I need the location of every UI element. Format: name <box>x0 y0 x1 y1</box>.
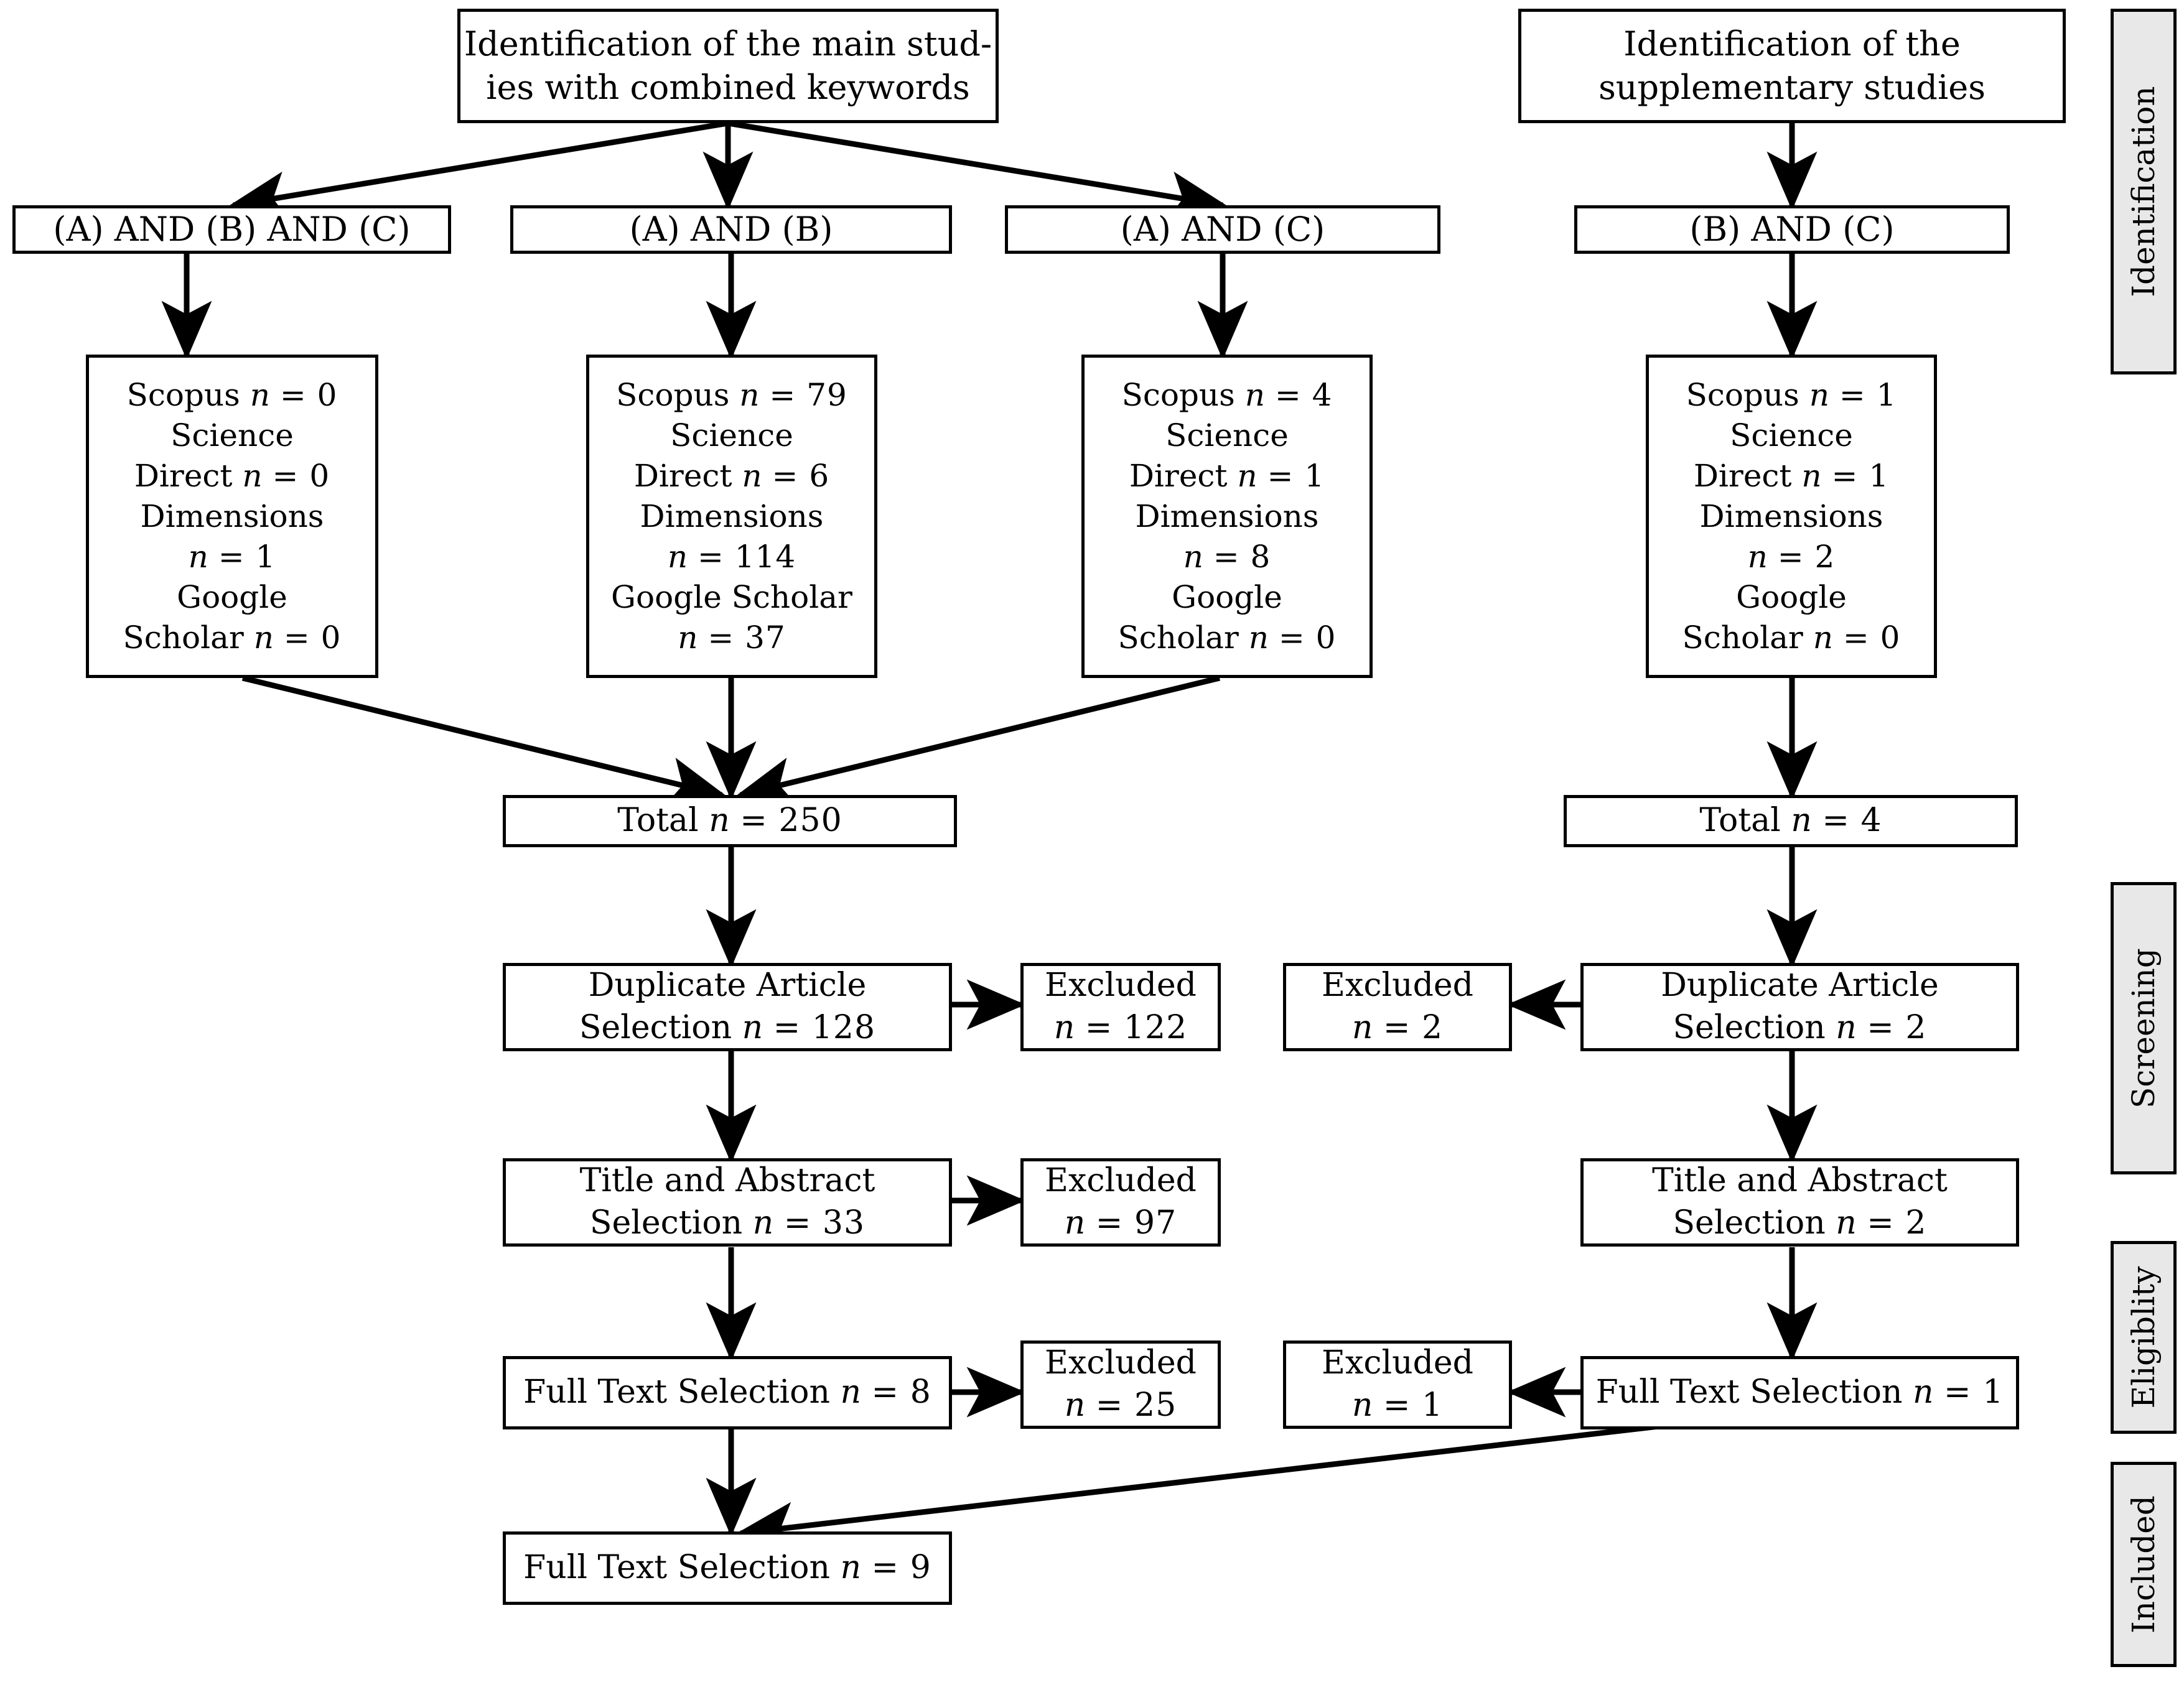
excl-supp-duplicate-value: n = 2 <box>1351 1009 1444 1046</box>
db-ac-line-2: Science <box>1165 417 1289 453</box>
phase-band-eligibility: Eligiblity <box>2111 1241 2177 1434</box>
box-db-bc: Scopus n = 1 Science Direct n = 1 Dimens… <box>1646 355 1937 678</box>
box-query-bc: (B) AND (C) <box>1574 205 2010 254</box>
excl-supp-fulltext-label: Excluded <box>1322 1344 1473 1382</box>
box-excluded-main-title: Excluded n = 97 <box>1020 1158 1221 1247</box>
box-main-identification: Identification of the main stud- ies wit… <box>457 9 999 123</box>
box-excluded-main-fulltext: Excluded n = 25 <box>1020 1340 1221 1429</box>
query-ab-label: (A) AND (B) <box>629 209 833 249</box>
query-bc-label: (B) AND (C) <box>1689 209 1895 249</box>
main-duplicate-line1: Duplicate Article <box>588 967 867 1005</box>
main-fulltext-text: Full Text Selection n = 8 <box>523 1373 931 1411</box>
excl-main-fulltext-label: Excluded <box>1045 1344 1197 1382</box>
db-bc-line-5: n = 2 <box>1747 538 1836 575</box>
box-supp-full-text: Full Text Selection n = 1 <box>1580 1356 2019 1429</box>
arrow-main-to-abc <box>228 120 729 221</box>
db-ac-line-1: Scopus n = 4 <box>1121 376 1333 413</box>
box-excluded-supp-fulltext: Excluded n = 1 <box>1283 1340 1512 1429</box>
supp-title-line2: Selection n = 2 <box>1673 1204 1927 1242</box>
phase-screening-label: Screening <box>2126 948 2162 1108</box>
main-title-line2: Selection n = 33 <box>589 1204 866 1242</box>
supp-duplicate-line2: Selection n = 2 <box>1673 1009 1927 1046</box>
phase-band-screening: Screening <box>2111 882 2177 1174</box>
db-ab-line-3: Direct n = 6 <box>633 457 830 494</box>
box-main-duplicate: Duplicate Article Selection n = 128 <box>503 963 952 1051</box>
arrow-dbabc-to-total <box>241 675 727 807</box>
box-db-abc: Scopus n = 0 Science Direct n = 0 Dimens… <box>86 355 378 678</box>
box-total-main: Total n = 250 <box>503 795 957 847</box>
excl-main-title-value: n = 97 <box>1064 1204 1177 1242</box>
main-identification-line2: ies with combined keywords <box>486 68 970 107</box>
excl-main-duplicate-value: n = 122 <box>1053 1009 1188 1046</box>
db-abc-line-1: Scopus n = 0 <box>126 376 338 413</box>
db-abc-line-7: Scholar n = 0 <box>123 619 342 656</box>
supp-fulltext-text: Full Text Selection n = 1 <box>1595 1373 2004 1411</box>
box-db-ab: Scopus n = 79 Science Direct n = 6 Dimen… <box>586 355 877 678</box>
db-ac-line-3: Direct n = 1 <box>1129 457 1325 494</box>
db-abc-line-2: Science <box>170 417 294 453</box>
db-bc-line-7: Scholar n = 0 <box>1682 619 1901 656</box>
main-title-line1: Title and Abstract <box>579 1162 875 1200</box>
supp-title-line1: Title and Abstract <box>1652 1162 1948 1200</box>
total-main-text: Total n = 250 <box>617 802 842 840</box>
box-supp-title-abstract: Title and Abstract Selection n = 2 <box>1580 1158 2019 1247</box>
box-query-ab: (A) AND (B) <box>510 205 952 254</box>
db-abc-line-3: Direct n = 0 <box>134 457 330 494</box>
final-fulltext-text: Full Text Selection n = 9 <box>523 1549 931 1587</box>
box-main-title-abstract: Title and Abstract Selection n = 33 <box>503 1158 952 1247</box>
db-ab-line-1: Scopus n = 79 <box>616 376 847 413</box>
phase-identification-label: Identification <box>2126 86 2162 297</box>
query-ac-label: (A) AND (C) <box>1120 209 1325 249</box>
main-identification-line1: Identification of the main stud- <box>464 24 992 63</box>
supplementary-identification-line1: Identification of the <box>1623 24 1961 63</box>
excl-supp-fulltext-value: n = 1 <box>1351 1387 1444 1424</box>
excl-main-duplicate-label: Excluded <box>1045 967 1197 1005</box>
db-ac-line-6: Google <box>1172 578 1282 615</box>
box-supp-duplicate: Duplicate Article Selection n = 2 <box>1580 963 2019 1051</box>
db-bc-line-1: Scopus n = 1 <box>1686 376 1897 413</box>
db-ab-line-6: Google Scholar <box>611 578 852 615</box>
db-bc-line-6: Google <box>1736 578 1847 615</box>
db-ab-line-7: n = 37 <box>678 619 786 656</box>
phase-eligibility-label: Eligiblity <box>2126 1266 2162 1409</box>
phase-included-label: Included <box>2126 1495 2162 1633</box>
excl-main-fulltext-value: n = 25 <box>1064 1387 1177 1424</box>
box-main-full-text: Full Text Selection n = 8 <box>503 1356 952 1429</box>
total-supp-text: Total n = 4 <box>1699 802 1882 840</box>
db-ab-line-5: n = 114 <box>667 538 796 575</box>
arrow-suppfulltext-to-final <box>735 1408 1793 1553</box>
db-ab-line-4: Dimensions <box>640 498 824 534</box>
supplementary-identification-line2: supplementary studies <box>1598 68 1986 107</box>
box-supplementary-identification: Identification of the supplementary stud… <box>1518 9 2066 123</box>
db-bc-line-2: Science <box>1730 417 1853 453</box>
db-ac-line-7: Scholar n = 0 <box>1118 619 1337 656</box>
db-abc-line-4: Dimensions <box>140 498 324 534</box>
supp-duplicate-line1: Duplicate Article <box>1661 967 1939 1005</box>
box-db-ac: Scopus n = 4 Science Direct n = 1 Dimens… <box>1081 355 1373 678</box>
box-total-supplementary: Total n = 4 <box>1564 795 2018 847</box>
db-bc-line-4: Dimensions <box>1699 498 1883 534</box>
box-query-ac: (A) AND (C) <box>1005 205 1440 254</box>
main-duplicate-line2: Selection n = 128 <box>579 1009 876 1046</box>
box-final-full-text: Full Text Selection n = 9 <box>503 1531 952 1605</box>
arrow-dbac-to-total <box>735 675 1221 807</box>
box-excluded-supp-duplicate: Excluded n = 2 <box>1283 963 1512 1051</box>
db-abc-line-5: n = 1 <box>188 538 276 575</box>
query-abc-label: (A) AND (B) AND (C) <box>53 209 411 249</box>
arrow-group <box>161 120 1818 1553</box>
box-query-abc: (A) AND (B) AND (C) <box>12 205 451 254</box>
arrow-main-to-ac <box>727 120 1228 221</box>
phase-band-identification: Identification <box>2111 9 2177 374</box>
db-ac-line-5: n = 8 <box>1183 538 1271 575</box>
excl-main-title-label: Excluded <box>1045 1162 1197 1200</box>
db-abc-line-6: Google <box>177 578 287 615</box>
box-excluded-main-duplicate: Excluded n = 122 <box>1020 963 1221 1051</box>
db-ab-line-2: Science <box>670 417 793 453</box>
excl-supp-duplicate-label: Excluded <box>1322 967 1473 1005</box>
phase-band-included: Included <box>2111 1462 2177 1667</box>
db-bc-line-3: Direct n = 1 <box>1693 457 1890 494</box>
db-ac-line-4: Dimensions <box>1135 498 1319 534</box>
